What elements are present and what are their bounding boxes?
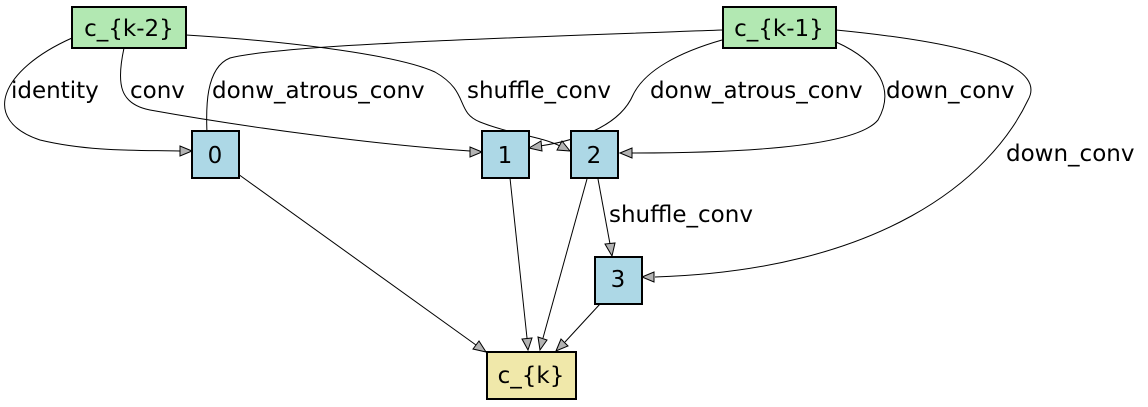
arrowhead <box>527 140 543 152</box>
edge-label-down-conv-2: down_conv <box>886 78 1014 104</box>
edge-label-donw-atrous-conv-1: donw_atrous_conv <box>650 78 863 104</box>
edge-path <box>542 178 588 339</box>
arrowhead <box>640 271 655 283</box>
node-1-label: 1 <box>498 143 513 169</box>
arrowhead <box>179 145 194 157</box>
arrowhead <box>521 337 533 352</box>
edge-path <box>631 41 886 154</box>
node-1: 1 <box>481 130 530 179</box>
edge-path <box>4 37 181 152</box>
edge-label-identity: identity <box>11 78 99 104</box>
node-2-label: 2 <box>587 143 602 169</box>
node-c-k-2: c_{k-2} <box>71 6 187 49</box>
arrowhead <box>469 146 484 158</box>
node-0-box <box>191 130 240 179</box>
arrowhead <box>618 147 633 159</box>
edge-path <box>119 47 471 152</box>
node-3-label: 3 <box>611 267 626 293</box>
edge-3-to-ck <box>555 303 601 352</box>
edge-path <box>237 173 477 346</box>
node-3-box <box>594 256 643 305</box>
node-3: 3 <box>594 256 643 305</box>
edge-1-to-ck <box>509 177 533 352</box>
node-0-label: 0 <box>208 143 223 169</box>
node-c-k-label: c_{k} <box>498 363 565 389</box>
edge-label-conv: conv <box>130 78 185 104</box>
node-c-k-1: c_{k-1} <box>722 6 837 49</box>
edge-ck1-to-2 <box>618 41 886 159</box>
node-2-box <box>570 130 619 179</box>
edge-label-shuffle-conv-3: shuffle_conv <box>609 202 753 228</box>
edge-2-to-ck <box>537 178 588 352</box>
edge-label-donw-atrous-conv-0: donw_atrous_conv <box>212 78 425 104</box>
node-0: 0 <box>191 130 240 179</box>
edge-path <box>509 177 528 339</box>
node-c-k-box <box>486 351 577 400</box>
edge-label-shuffle-conv-2: shuffle_conv <box>467 78 611 104</box>
arrowhead <box>556 140 572 152</box>
edge-path <box>206 29 723 134</box>
node-c-k-1-label: c_{k-1} <box>734 16 824 42</box>
edge-label-down-conv-3: down_conv <box>1006 141 1134 167</box>
arrowhead <box>472 340 488 353</box>
node-c-k-2-box <box>71 6 187 49</box>
edge-ck1-to-3 <box>640 29 1032 283</box>
node-c-k-2-label: c_{k-2} <box>84 16 174 42</box>
node-c-k-1-box <box>722 6 837 49</box>
node-2: 2 <box>570 130 619 179</box>
edge-ck2-to-1 <box>119 47 484 158</box>
arrowhead <box>604 242 616 258</box>
edge-path <box>597 178 611 245</box>
edge-path <box>564 303 601 343</box>
arrowhead <box>555 338 569 352</box>
node-c-k: c_{k} <box>486 351 577 400</box>
arrowhead <box>537 336 548 352</box>
edge-2-to-3 <box>597 178 616 258</box>
edge-ck2-to-0 <box>4 37 194 157</box>
node-1-box <box>481 130 530 179</box>
edge-0-to-ck <box>237 173 488 353</box>
edge-path <box>654 29 1032 278</box>
